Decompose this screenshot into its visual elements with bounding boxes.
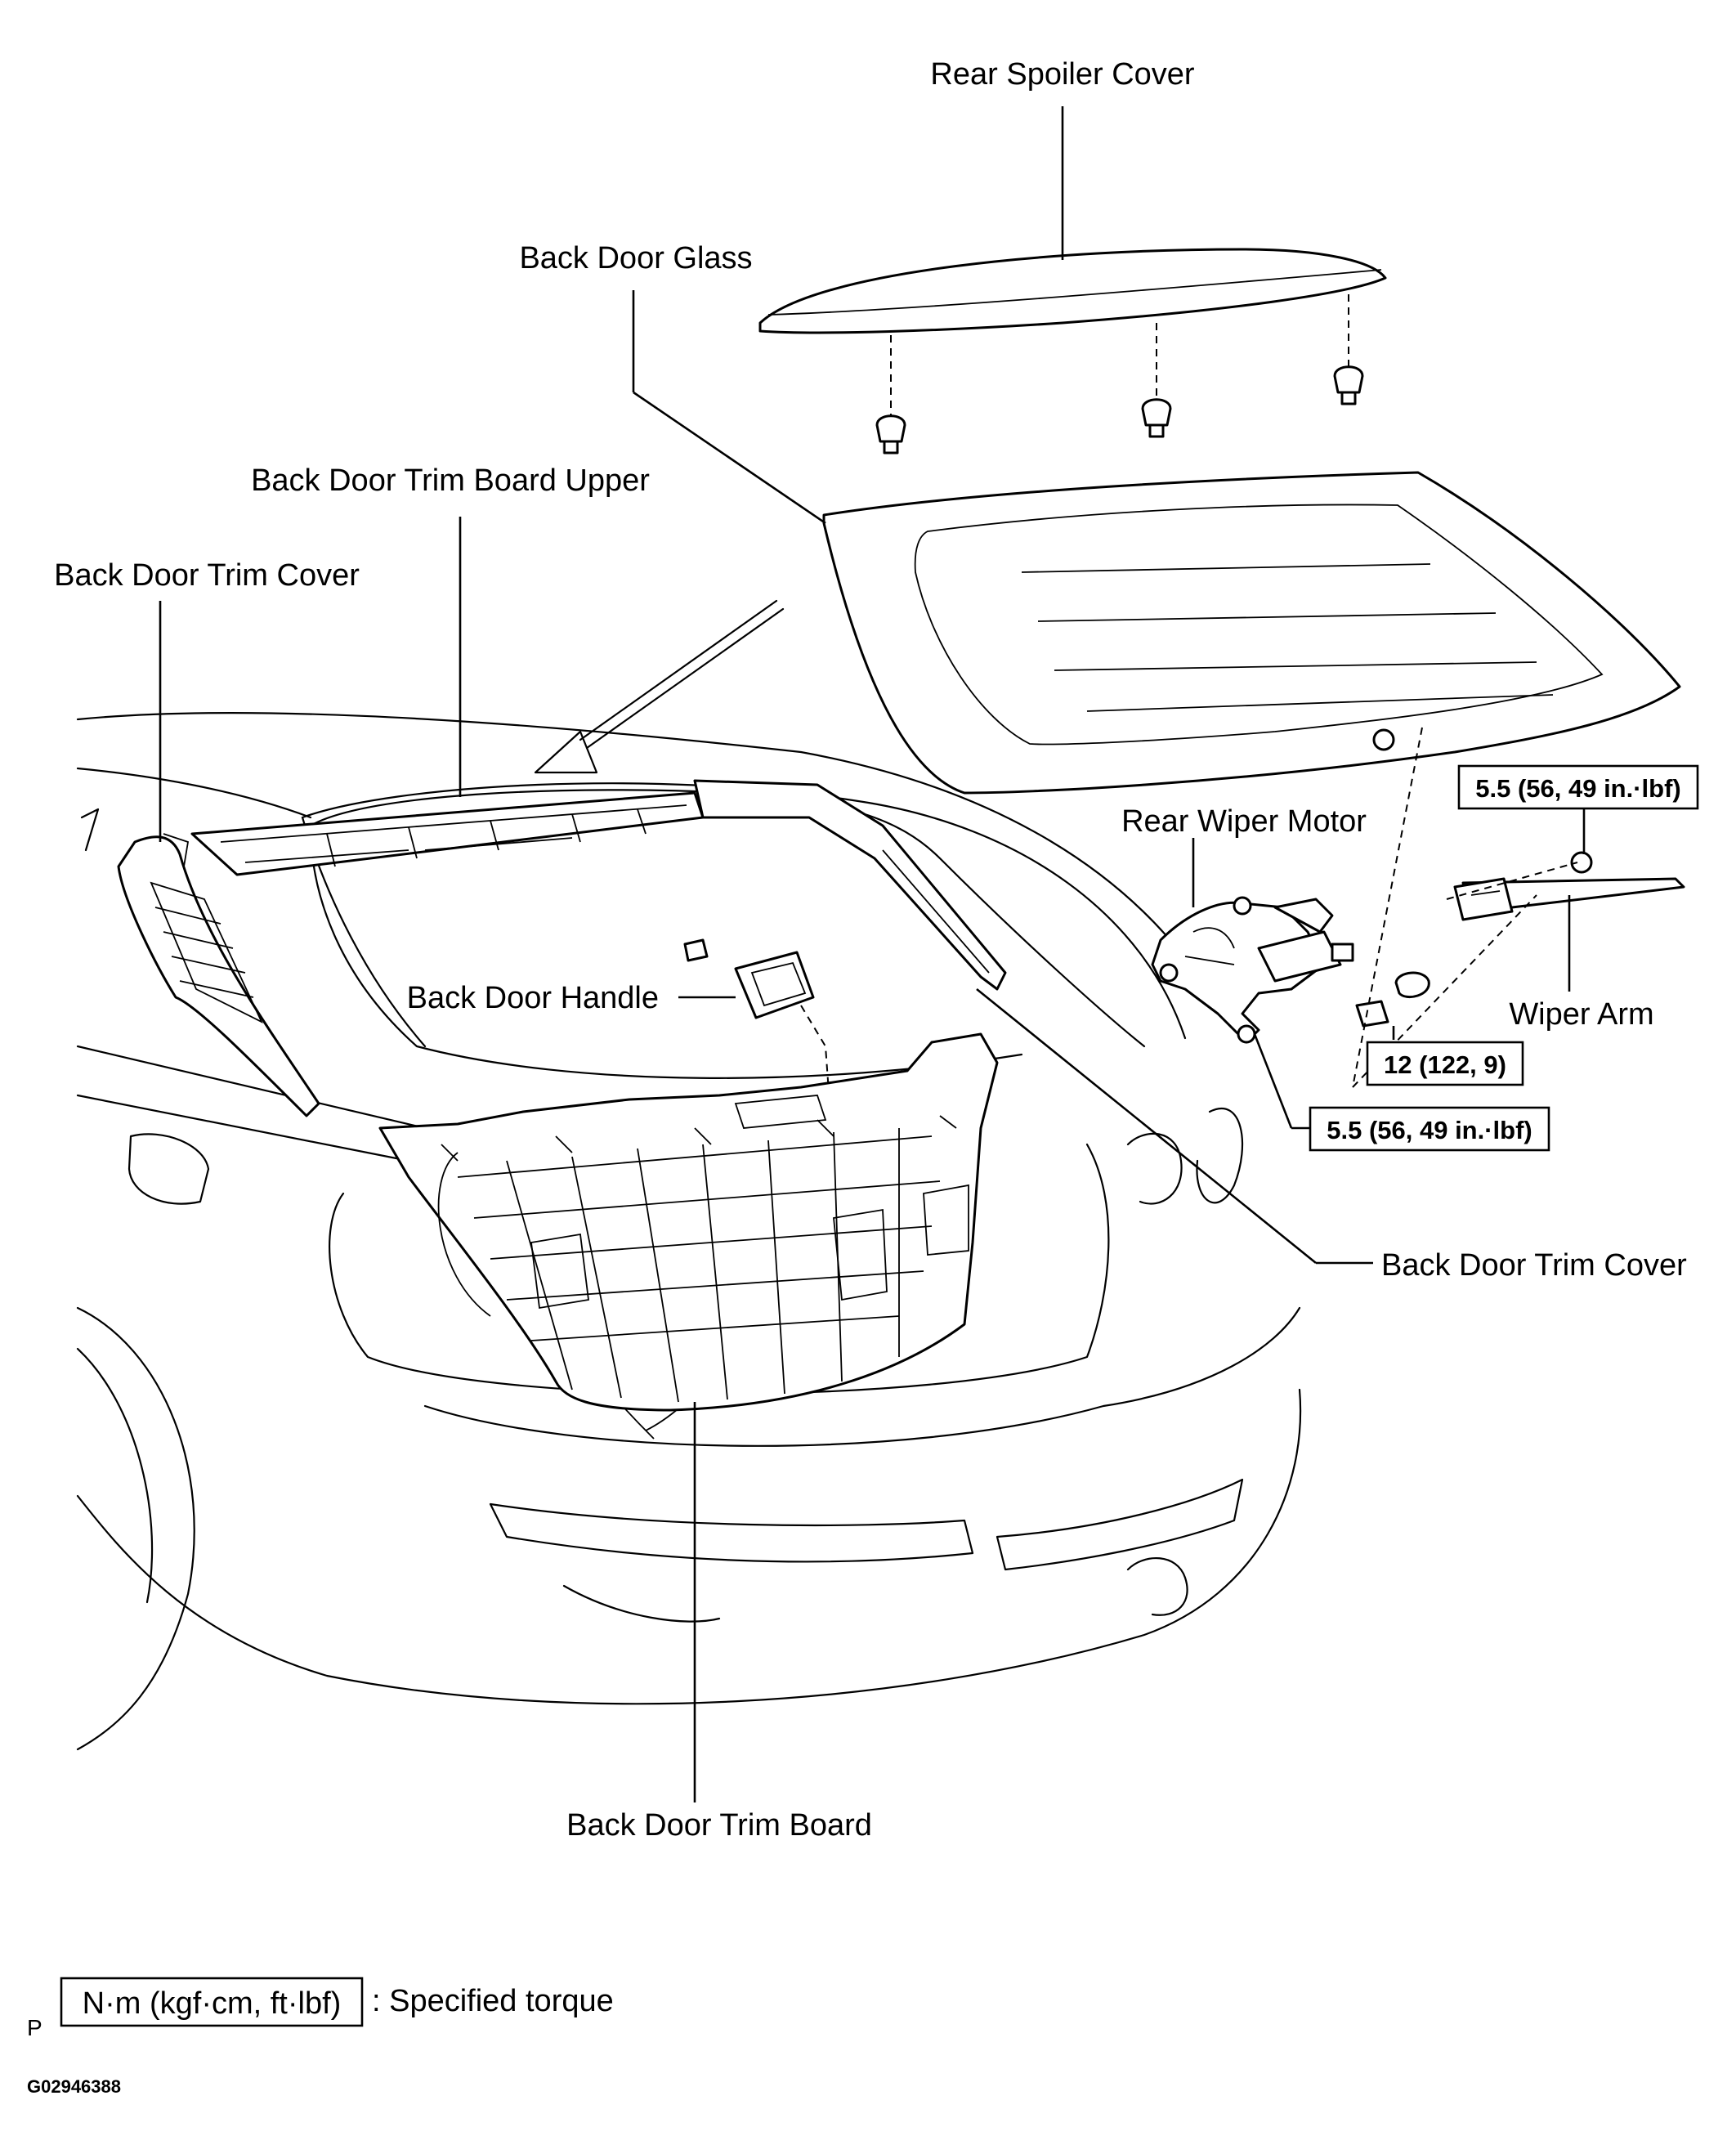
torque-callout-wiper-motor-bolt: 5.5 (56, 49 in.·lbf) [1309,1106,1550,1152]
back-door-glass-part [822,471,1681,795]
torque-wiper-arm-nut: 5.5 (56, 49 in.·lbf) [1475,774,1681,803]
legend-description: : Specified torque [372,1984,614,2018]
label-rear-spoiler-cover: Rear Spoiler Cover [930,57,1194,92]
label-back-door-trim-cover-left: Back Door Trim Cover [54,558,360,593]
label-back-door-trim-board-upper: Back Door Trim Board Upper [251,463,650,498]
legend-unit-box-text: N·m (kgf·cm, ft·lbf) [83,1986,342,2021]
label-wiper-arm: Wiper Arm [1509,997,1653,1032]
callout-labels: Rear Spoiler Cover Back Door Glass Back … [54,57,1687,1843]
leader-lines [159,106,1586,1802]
torque-wiper-pivot-nut: 12 (122, 9) [1384,1050,1506,1079]
label-back-door-trim-cover-right: Back Door Trim Cover [1381,1248,1687,1283]
back-door-trim-board-upper-part [190,779,1007,991]
legend-side-mark: P [27,2015,43,2040]
wiper-arm-part [1352,727,1685,1088]
label-rear-wiper-motor: Rear Wiper Motor [1121,804,1367,839]
torque-legend: N·m (kgf·cm, ft·lbf) : Specified torque … [27,1977,614,2040]
torque-callout-wiper-arm-nut: 5.5 (56, 49 in.·lbf) [1457,764,1699,810]
rear-wiper-motor-part [1151,896,1354,1044]
spoiler-clips [875,294,1364,455]
back-door-trim-board-part [378,1032,999,1412]
label-back-door-trim-board: Back Door Trim Board [566,1808,872,1843]
back-door-trim-cover-left-part [117,833,320,1117]
rear-spoiler-cover-part [758,248,1387,334]
label-back-door-handle: Back Door Handle [407,981,659,1015]
back-door-handle-part [683,938,830,1104]
torque-callout-wiper-pivot-nut: 12 (122, 9) [1366,1041,1524,1086]
figure-id: G02946388 [27,2076,121,2097]
label-back-door-glass: Back Door Glass [519,241,752,275]
torque-wiper-motor-bolt: 5.5 (56, 49 in.·lbf) [1327,1116,1532,1144]
